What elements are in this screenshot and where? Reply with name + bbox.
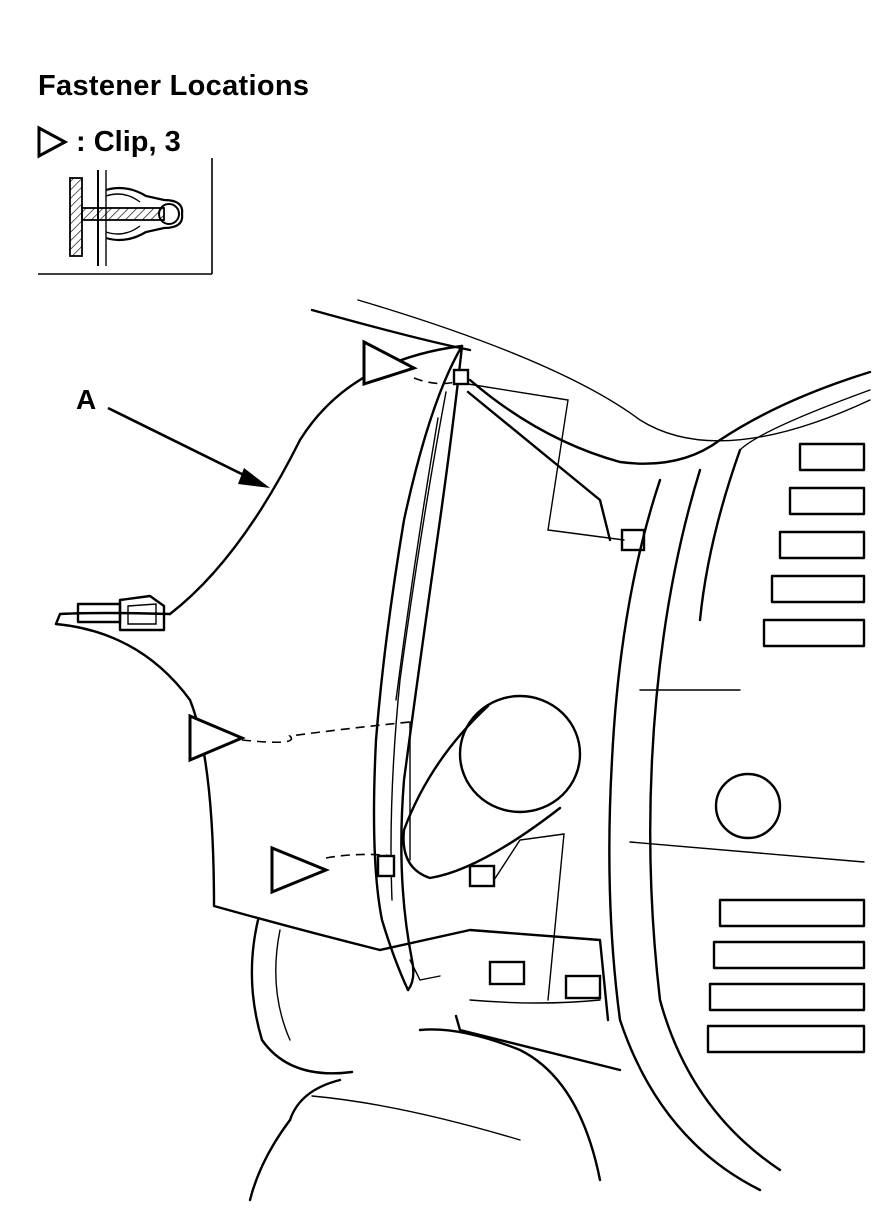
callout-a-leader xyxy=(107,406,270,488)
clip-triangle-icon xyxy=(188,713,246,763)
clip-triangle-icon xyxy=(270,845,330,895)
legend: : Clip, 3 xyxy=(36,124,181,160)
clip-detail-inset xyxy=(38,158,213,275)
steering-column xyxy=(402,694,582,880)
legend-label: : Clip, 3 xyxy=(76,125,181,158)
clip-triangle-icon xyxy=(37,125,68,159)
air-vent-lower xyxy=(706,898,866,1054)
air-vent-upper xyxy=(762,442,866,648)
figure-title: Fastener Locations xyxy=(38,70,310,102)
callout-label-a: A xyxy=(76,384,97,415)
trim-panel-a xyxy=(54,344,464,992)
clip-triangle-icon xyxy=(362,339,418,387)
